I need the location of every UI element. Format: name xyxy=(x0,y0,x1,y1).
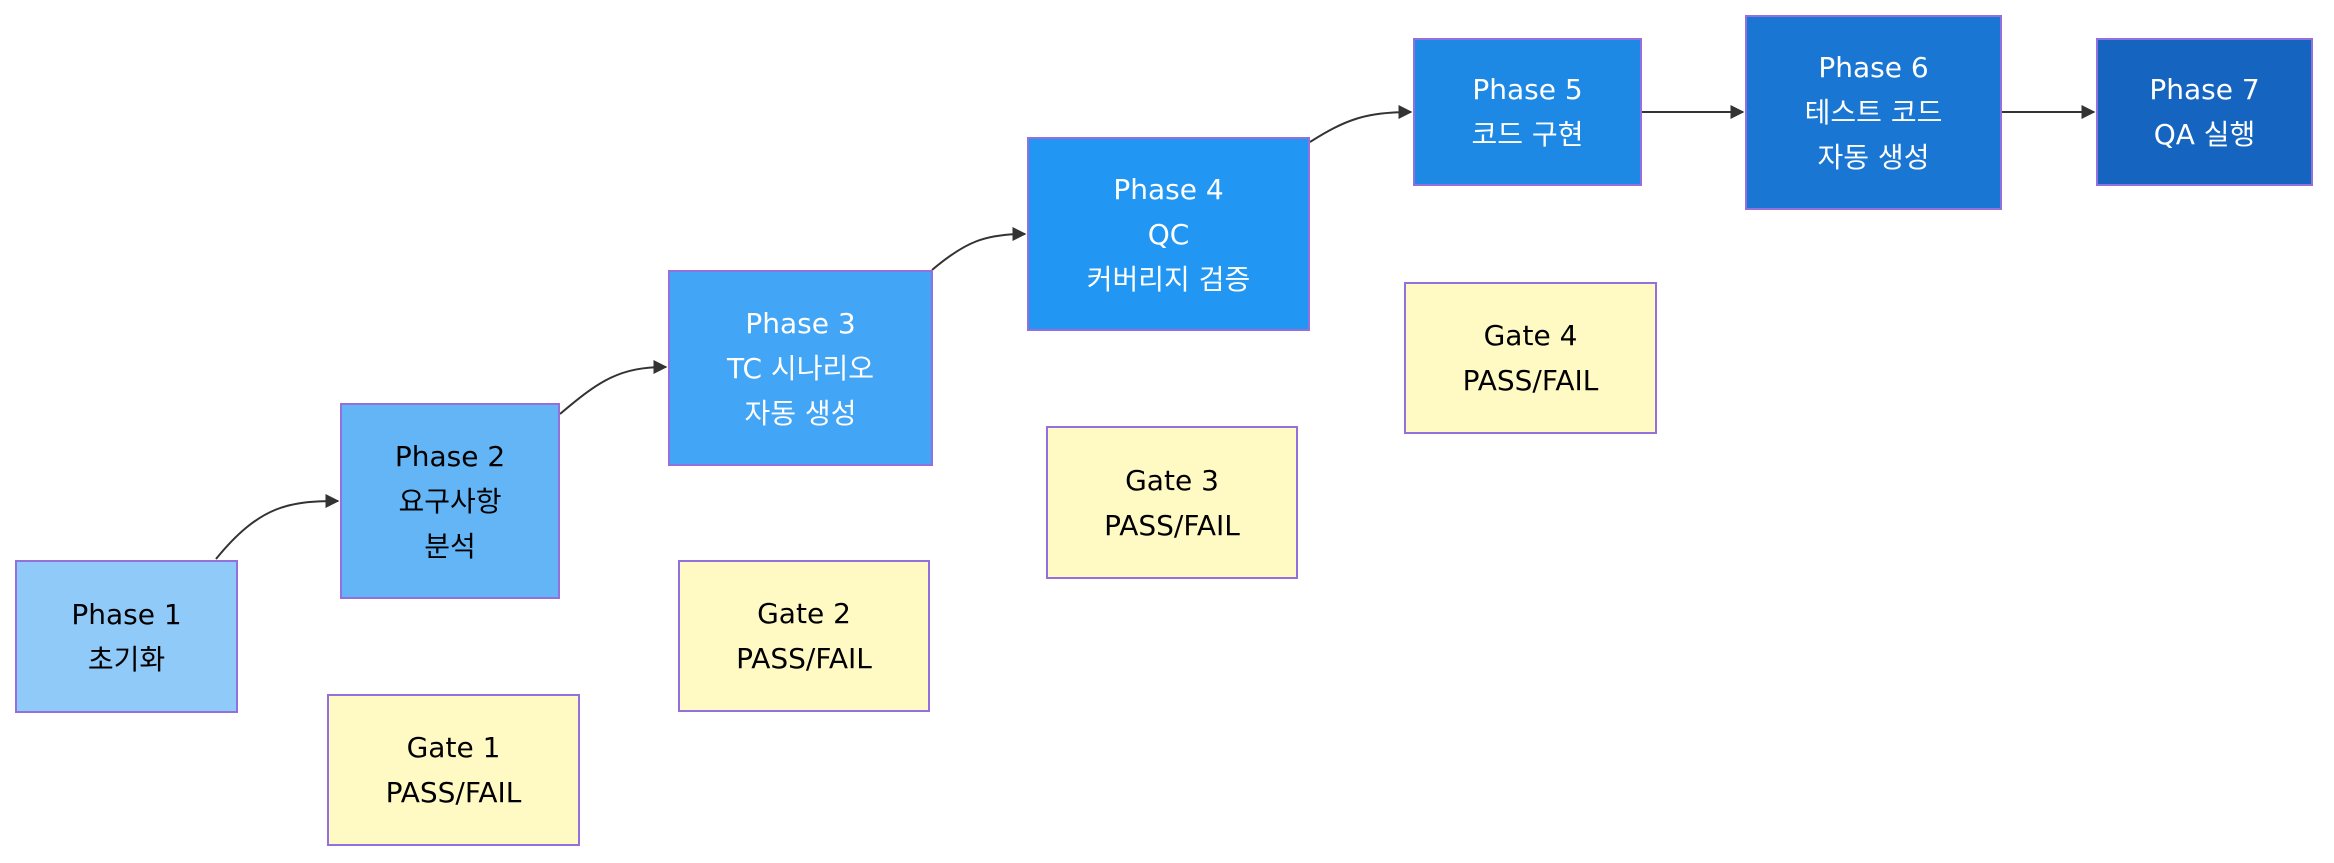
gate-4-status: PASS/FAIL xyxy=(1462,364,1599,397)
gate-3-title: Gate 3 xyxy=(1125,463,1219,497)
gate-3-node: Gate 3 PASS/FAIL xyxy=(1046,426,1298,579)
phase-1-title: Phase 1 xyxy=(71,597,182,631)
phase-5-node: Phase 5 코드 구현 xyxy=(1413,38,1642,186)
phase-2-title: Phase 2 xyxy=(394,439,506,473)
phase-4-label-line2: 커버리지 검증 xyxy=(1086,262,1251,296)
phase-5-label: 코드 구현 xyxy=(1471,118,1584,151)
phase-7-title: Phase 7 xyxy=(2149,73,2260,106)
gate-1-node: Gate 1 PASS/FAIL xyxy=(327,694,580,846)
phase-6-label-line2: 자동 생성 xyxy=(1817,141,1930,174)
phase-1-label: 초기화 xyxy=(87,642,166,676)
gate-2-node: Gate 2 PASS/FAIL xyxy=(678,560,930,712)
gate-2-status: PASS/FAIL xyxy=(736,642,872,675)
phase-2-label-line2: 분석 xyxy=(424,529,476,563)
gate-1-status: PASS/FAIL xyxy=(385,776,522,809)
phase-4-node: Phase 4 QC 커버리지 검증 xyxy=(1027,137,1310,331)
phase-6-label-line1: 테스트 코드 xyxy=(1804,96,1943,129)
gate-2-title: Gate 2 xyxy=(757,597,851,630)
phase-3-label-line2: 자동 생성 xyxy=(744,396,857,430)
phase-3-node: Phase 3 TC 시나리오 자동 생성 xyxy=(668,270,933,466)
gate-3-status: PASS/FAIL xyxy=(1104,508,1240,542)
phase-7-label: QA 실행 xyxy=(2153,118,2256,151)
phase-7-node: Phase 7 QA 실행 xyxy=(2096,38,2313,186)
phase-3-title: Phase 3 xyxy=(745,306,856,340)
gate-4-title: Gate 4 xyxy=(1483,319,1578,352)
gate-1-title: Gate 1 xyxy=(406,731,501,764)
phase-6-node: Phase 6 테스트 코드 자동 생성 xyxy=(1745,15,2002,210)
edge-phase1-to-phase2 xyxy=(215,494,340,560)
phase-1-node: Phase 1 초기화 xyxy=(15,560,238,713)
gate-4-node: Gate 4 PASS/FAIL xyxy=(1404,282,1657,434)
phase-2-label-line1: 요구사항 xyxy=(398,484,502,518)
edge-phase3-to-phase4 xyxy=(931,227,1027,271)
edge-phase4-to-phase5 xyxy=(1309,105,1413,143)
phase-5-title: Phase 5 xyxy=(1472,73,1583,106)
phase-3-label-line1: TC 시나리오 xyxy=(727,351,874,385)
phase-2-node: Phase 2 요구사항 분석 xyxy=(340,403,560,599)
phase-6-title: Phase 6 xyxy=(1818,51,1929,84)
phase-4-label-line1: QC xyxy=(1147,217,1190,251)
edge-phase2-to-phase3 xyxy=(559,360,668,415)
phase-4-title: Phase 4 xyxy=(1113,172,1224,206)
